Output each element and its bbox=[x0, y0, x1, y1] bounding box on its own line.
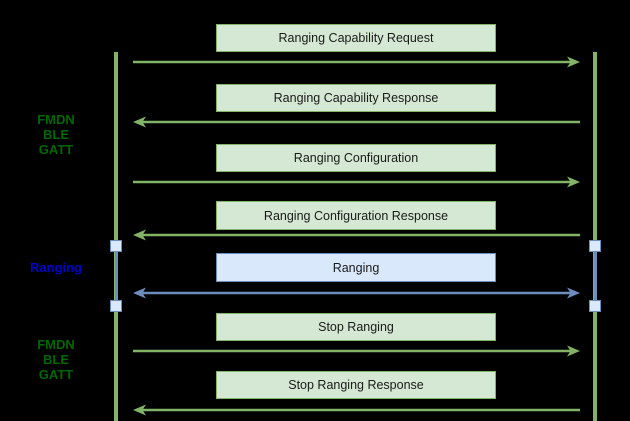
activation-square-right-bottom bbox=[589, 300, 601, 312]
msg-ranging-arrow bbox=[133, 285, 580, 301]
msg-ranging-capability-response-box: Ranging Capability Response bbox=[216, 84, 496, 112]
msg-ranging-capability-response-label: Ranging Capability Response bbox=[273, 91, 439, 105]
msg-stop-ranging-arrow bbox=[133, 343, 580, 359]
msg-stop-ranging-response-box: Stop Ranging Response bbox=[216, 371, 496, 399]
msg-ranging-configuration-response-box: Ranging Configuration Response bbox=[216, 201, 496, 230]
msg-ranging-capability-request-box: Ranging Capability Request bbox=[216, 24, 496, 52]
msg-ranging-box: Ranging bbox=[216, 253, 496, 282]
msg-stop-ranging-box: Stop Ranging bbox=[216, 313, 496, 341]
activation-square-left-bottom bbox=[110, 300, 122, 312]
activation-bar-right bbox=[593, 246, 597, 306]
right-lifeline bbox=[593, 52, 597, 421]
phase-label-fmdn-ble-gatt-top: FMDN BLE GATT bbox=[37, 112, 75, 157]
msg-ranging-configuration-label: Ranging Configuration bbox=[293, 151, 419, 165]
msg-ranging-configuration-box: Ranging Configuration bbox=[216, 144, 496, 172]
activation-square-left-top bbox=[110, 240, 122, 252]
msg-stop-ranging-response-arrow bbox=[133, 402, 580, 418]
msg-ranging-capability-request-arrow bbox=[133, 54, 580, 70]
msg-ranging-label: Ranging bbox=[332, 260, 380, 275]
msg-ranging-capability-response-arrow bbox=[133, 114, 580, 130]
msg-stop-ranging-label: Stop Ranging bbox=[318, 320, 394, 334]
phase-label-ranging: Ranging bbox=[30, 260, 82, 275]
msg-stop-ranging-response-label: Stop Ranging Response bbox=[288, 378, 424, 392]
left-lifeline bbox=[114, 52, 118, 421]
msg-ranging-configuration-arrow bbox=[133, 174, 580, 190]
msg-ranging-capability-request-label: Ranging Capability Request bbox=[278, 31, 434, 45]
msg-ranging-configuration-response-label: Ranging Configuration Response bbox=[263, 208, 449, 223]
msg-ranging-configuration-response-arrow bbox=[133, 227, 580, 243]
activation-square-right-top bbox=[589, 240, 601, 252]
phase-label-fmdn-ble-gatt-bottom: FMDN BLE GATT bbox=[37, 337, 75, 382]
activation-bar-left bbox=[114, 246, 118, 306]
